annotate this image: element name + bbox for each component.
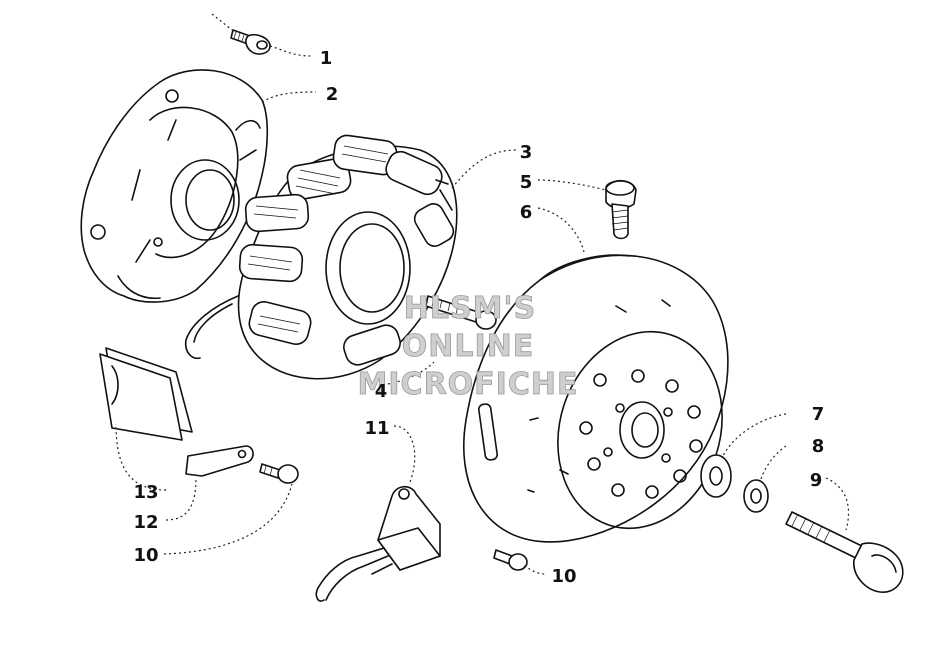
- watermark-line-3: MICROFICHE: [358, 367, 579, 402]
- part-3-stator: [237, 134, 458, 380]
- part-4-screw: [425, 295, 497, 330]
- part-13-plate: [99, 347, 193, 441]
- callout-10-left: 10: [133, 545, 158, 566]
- callout-labels: 1 2 3 4 5 6 7 8 9 10 10 11 12 13: [133, 48, 824, 587]
- part-2-housing: [80, 69, 269, 303]
- callout-10-right: 10: [551, 566, 576, 587]
- callout-2: 2: [326, 84, 339, 105]
- part-12-bracket: [185, 445, 254, 477]
- part-11-pulser-coil: [315, 485, 441, 602]
- leader-lines: [115, 45, 850, 575]
- callout-11: 11: [364, 418, 389, 439]
- part-9-bolt: [785, 511, 904, 593]
- part-5-bolt: [605, 179, 637, 240]
- callout-3: 3: [520, 142, 533, 163]
- part-1-bolt: [211, 13, 271, 55]
- watermark-line-1: HLSM'S: [404, 291, 536, 326]
- watermark-line-2: ONLINE: [402, 329, 535, 364]
- callout-1: 1: [320, 48, 333, 69]
- callout-8: 8: [812, 436, 825, 457]
- callout-4: 4: [375, 381, 388, 402]
- callout-6: 6: [520, 202, 533, 223]
- part-8-lock-washer: [743, 479, 769, 513]
- stator-wire: [184, 295, 239, 360]
- callout-5: 5: [520, 172, 533, 193]
- part-10-screw-right: [493, 549, 528, 571]
- part-6-flywheel: [462, 254, 729, 543]
- callout-7: 7: [812, 404, 825, 425]
- watermark: HLSM'S ONLINE MICROFICHE: [357, 291, 579, 403]
- part-10-screw-left: [259, 463, 299, 484]
- callout-9: 9: [810, 470, 823, 491]
- callout-12: 12: [133, 512, 158, 533]
- callout-13: 13: [133, 482, 158, 503]
- part-7-washer: [700, 454, 732, 498]
